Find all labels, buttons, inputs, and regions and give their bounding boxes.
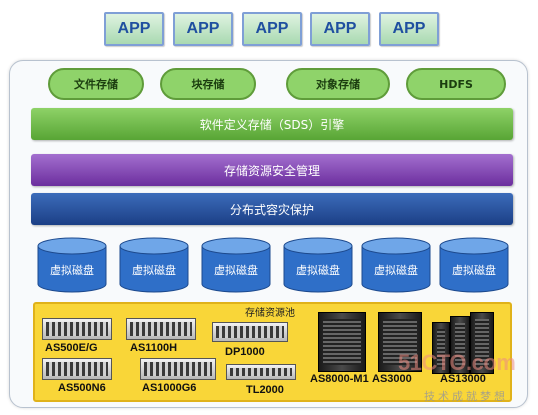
virtual-disk: 虚拟磁盘 (36, 236, 108, 294)
disk-cylinder-icon (201, 237, 271, 293)
rack-server-image (126, 318, 196, 340)
device-label: AS1000G6 (142, 382, 197, 394)
rack-server-image (212, 322, 288, 342)
virtual-disk-label: 虚拟磁盘 (214, 264, 258, 277)
disk-cylinder-icon (361, 237, 431, 293)
device-label: AS1100H (130, 342, 178, 354)
device-label: AS500E/G (45, 342, 98, 354)
virtual-disk: 虚拟磁盘 (118, 236, 190, 294)
watermark-slogan: 技术成就梦想 (424, 390, 508, 403)
rack-server-image (140, 358, 216, 380)
watermark-logo: 51CTO.com (398, 350, 516, 375)
disk-cylinder-icon (439, 237, 509, 293)
disk-cylinder-icon (119, 237, 189, 293)
app-box: APP (173, 12, 233, 46)
tower-storage-image (378, 312, 422, 372)
virtual-disk-label: 虚拟磁盘 (374, 264, 418, 277)
storage-type-cloud: HDFS (406, 64, 506, 100)
rack-server-image (42, 358, 112, 380)
pool-title: 存储资源池 (245, 308, 295, 319)
storage-type-cloud: 文件存储 (48, 64, 144, 100)
virtual-disk: 虚拟磁盘 (360, 236, 432, 294)
rack-server-image (42, 318, 112, 340)
disk-cylinder-icon (37, 237, 107, 293)
disaster-recovery-bar: 分布式容灾保护 (31, 193, 513, 225)
device-label: AS13000 (440, 373, 486, 385)
tape-library-image (226, 364, 296, 380)
app-box: APP (379, 12, 439, 46)
app-box: APP (242, 12, 302, 46)
app-box: APP (104, 12, 164, 46)
tower-storage-image (318, 312, 366, 372)
device-label: AS8000-M1 (310, 373, 369, 385)
virtual-disk: 虚拟磁盘 (438, 236, 510, 294)
app-box: APP (310, 12, 370, 46)
virtual-disk-label: 虚拟磁盘 (452, 264, 496, 277)
tower-storage-image (450, 316, 470, 374)
tower-storage-image (432, 322, 450, 374)
device-label: AS3000 (372, 373, 412, 385)
tower-storage-image (470, 312, 494, 374)
app-row: APP APP APP APP APP (104, 12, 440, 50)
virtual-disk-label: 虚拟磁盘 (50, 264, 94, 277)
sds-engine-bar: 软件定义存储（SDS）引擎 (31, 108, 513, 140)
disk-cylinder-icon (283, 237, 353, 293)
storage-type-cloud: 对象存储 (286, 64, 390, 100)
virtual-disk: 虚拟磁盘 (200, 236, 272, 294)
device-label: AS500N6 (58, 382, 106, 394)
device-label: DP1000 (225, 346, 265, 358)
virtual-disk-label: 虚拟磁盘 (296, 264, 340, 277)
device-label: TL2000 (246, 384, 284, 396)
storage-type-cloud: 块存储 (160, 64, 256, 100)
virtual-disk-label: 虚拟磁盘 (132, 264, 176, 277)
security-management-bar: 存储资源安全管理 (31, 154, 513, 186)
virtual-disk: 虚拟磁盘 (282, 236, 354, 294)
